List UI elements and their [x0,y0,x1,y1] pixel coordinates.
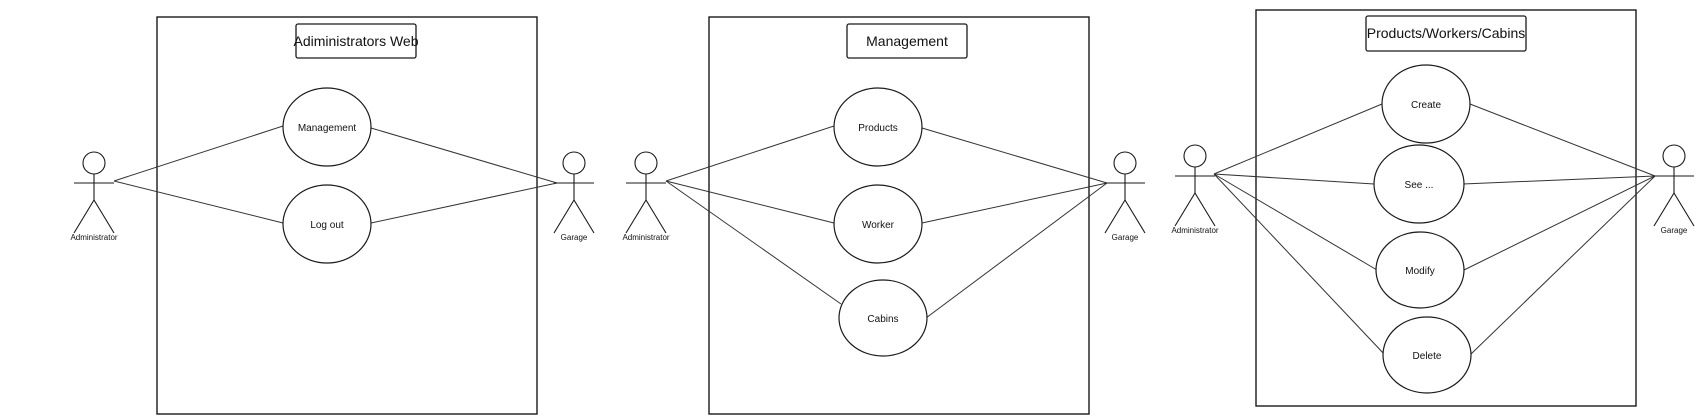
system-title: Products/Workers/Cabins [1367,25,1525,41]
actor-garage [553,151,595,234]
diagram-products-workers-cabins: Products/Workers/Cabins Create See ... M… [1171,9,1695,407]
use-case-log-out [282,184,372,264]
system-title: Management [866,33,948,49]
use-case-label: Create [1411,100,1441,111]
association-line [1469,103,1656,177]
association-line [370,182,558,224]
use-case-management [282,87,372,167]
use-case-label: Modify [1405,266,1434,277]
association-line [1213,103,1383,175]
association-line [1213,173,1378,271]
use-case-label: Log out [310,220,344,231]
actor-administrator [1174,144,1216,227]
use-case-delete [1382,316,1472,394]
use-case-create [1381,64,1471,144]
association-line [1463,175,1656,271]
association-line [1213,173,1386,356]
actor-label: Administrator [70,233,117,242]
association-line [1213,173,1375,185]
diagram-management: Management Products Worker Cabins Admini… [622,16,1146,415]
use-case-worker [833,184,923,264]
use-case-products [833,87,923,167]
actor-label: Garage [561,233,588,242]
actor-label: Administrator [1171,226,1218,235]
use-case-label: Products [858,123,897,134]
association-line [921,127,1108,184]
system-title: Adiministrators Web [293,33,418,49]
association-line [925,182,1108,319]
use-case-label: Delete [1413,351,1442,362]
diagram-administrators-web: Adiministrators Web Management Log out A… [70,16,595,415]
use-case-modify [1375,231,1465,309]
actor-garage [1653,144,1695,227]
actor-label: Garage [1112,233,1139,242]
association-line [921,182,1108,224]
association-line [1469,175,1656,356]
association-line [665,125,835,182]
system-title-box [846,23,968,59]
association-line [370,127,558,184]
association-line [665,180,842,305]
association-line [113,180,284,224]
actor-administrator [73,151,115,234]
use-case-see [1373,144,1465,224]
use-case-label: Management [298,123,357,134]
use-case-label: Cabins [867,314,898,325]
system-title-box [295,23,417,59]
system-title-box [1365,15,1527,52]
use-case-cabins [838,279,928,357]
actor-label: Garage [1661,226,1688,235]
actor-garage [1104,151,1146,234]
use-case-label: Worker [862,220,895,231]
use-case-label: See ... [1405,180,1434,191]
actor-administrator [625,151,667,234]
association-line [1462,175,1656,185]
association-line [665,180,835,224]
association-line [113,125,284,182]
actor-label: Administrator [622,233,669,242]
